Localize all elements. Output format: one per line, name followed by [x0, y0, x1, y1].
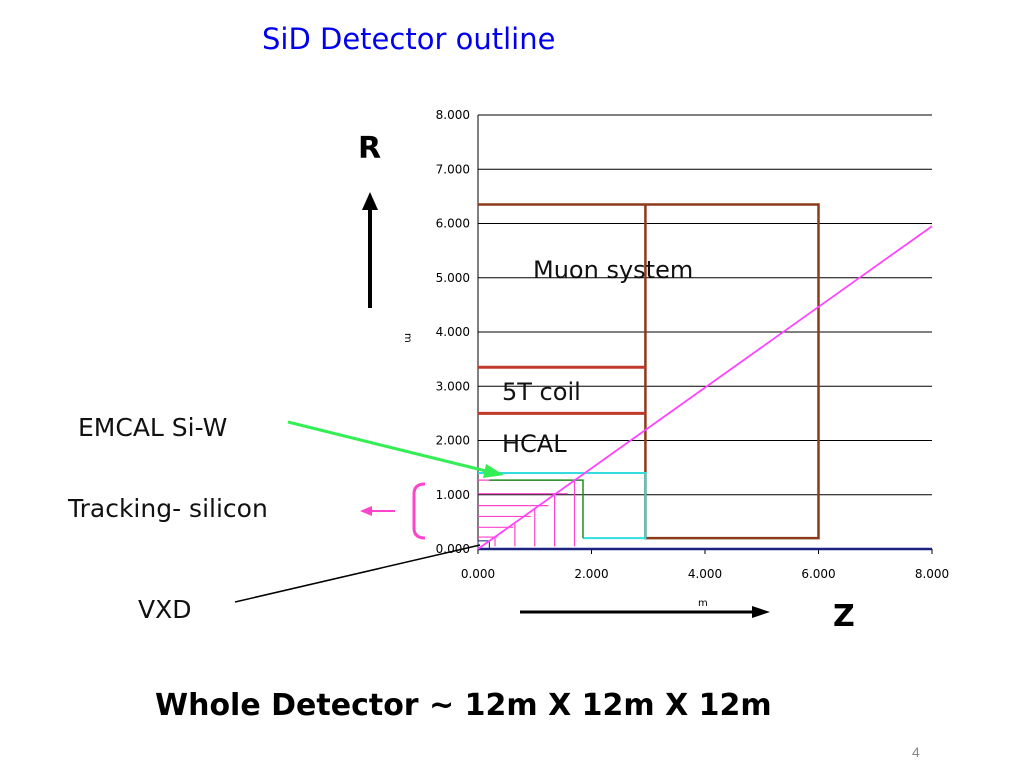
y-tick-label: 5.000: [436, 271, 470, 285]
polar-angle-line: [477, 225, 933, 550]
r-axis-label: R: [358, 131, 381, 166]
muon-system-outline: [478, 203, 820, 540]
x-tick-label: 4.000: [688, 567, 722, 581]
vxd-callout-label: VXD: [138, 595, 191, 624]
y-unit-label: m: [402, 333, 413, 343]
y-tick-label: 3.000: [436, 379, 470, 393]
tracker-outer-boundary: [489, 479, 584, 539]
x-unit-label: m: [698, 598, 708, 609]
muon-system-label: Muon system: [533, 256, 693, 284]
detector-size-summary: Whole Detector ~ 12m X 12m X 12m: [155, 688, 772, 723]
r-axis-arrowhead: [362, 192, 378, 210]
x-tick-label: 2.000: [574, 567, 608, 581]
vxd-callout-line: [234, 544, 481, 603]
tracking-callout-arrowhead: [360, 506, 372, 516]
x-tick-label: 0.000: [461, 567, 495, 581]
x-tick-label: 6.000: [801, 567, 835, 581]
slide-title: SiD Detector outline: [262, 22, 556, 56]
y-tick-labels: 0.000 1.000 2.000 3.000 4.000 5.000 6.000 7.000…: [436, 108, 470, 556]
y-tick-label: 7.000: [436, 162, 470, 176]
tracking-bracket: [412, 482, 426, 540]
emcal-callout-arrowhead: [483, 464, 504, 478]
x-tick-label: 8.000: [915, 567, 949, 581]
coil-label: 5T coil: [502, 378, 581, 406]
y-tick-label: 4.000: [436, 325, 470, 339]
z-axis-arrowhead: [752, 606, 770, 618]
emcal-outline: [478, 472, 647, 540]
page-number: 4: [912, 744, 920, 760]
gridlines: [477, 114, 933, 554]
detector-regions: [477, 203, 933, 551]
emcal-callout-label: EMCAL Si-W: [78, 413, 227, 442]
emcal-callout-arrow: [287, 420, 491, 474]
y-tick-label: 1.000: [436, 488, 470, 502]
y-tick-label: 0.000: [436, 542, 470, 556]
tracking-callout-label: Tracking- silicon: [67, 494, 268, 523]
x-tick-labels: 0.000 2.000 4.000 6.000 8.000: [461, 567, 949, 581]
z-axis-label: Z: [833, 599, 855, 634]
y-tick-label: 6.000: [436, 217, 470, 231]
hcal-label: HCAL: [502, 430, 567, 458]
y-tick-label: 2.000: [436, 434, 470, 448]
y-tick-label: 8.000: [436, 108, 470, 122]
